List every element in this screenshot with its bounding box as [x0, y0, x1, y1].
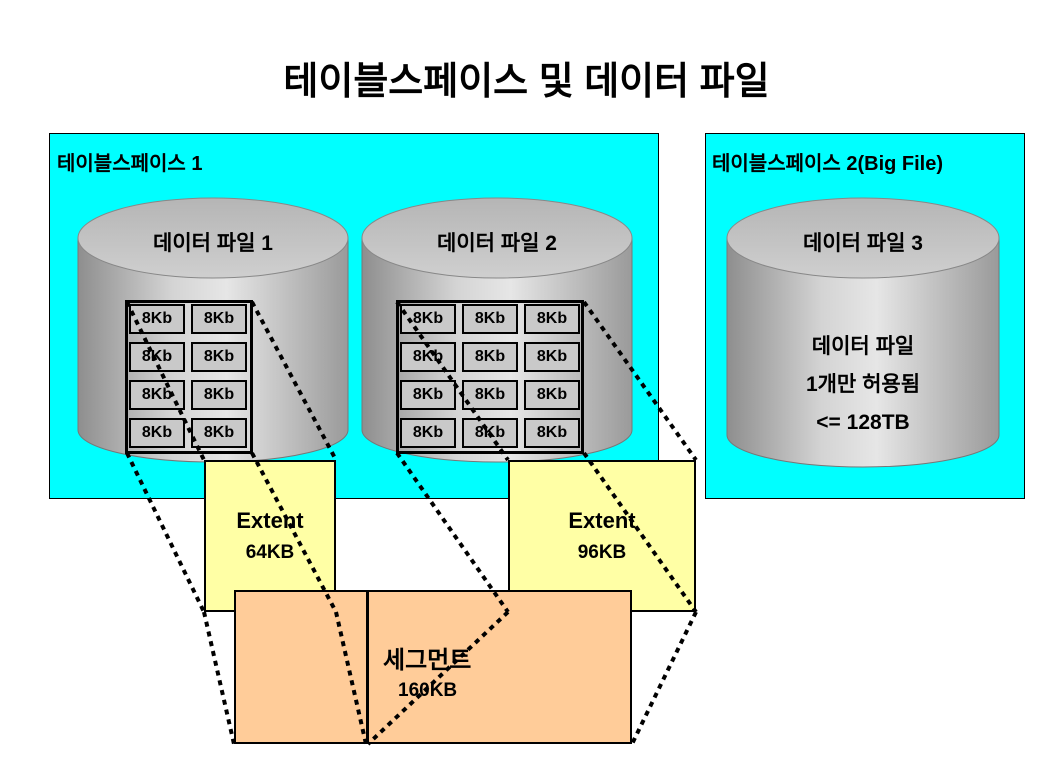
datafile-1-label: 데이터 파일 1 [153, 232, 273, 255]
datafile-2-block-frame [396, 300, 584, 454]
extent-2-size: 96KB [577, 542, 627, 563]
datafile-1-block-frame [125, 300, 253, 454]
extent-1-label: Extent [236, 508, 304, 533]
datafile-2-label: 데이터 파일 2 [437, 232, 557, 255]
block: 8Kb [191, 380, 247, 410]
datafile-3-info-line-3: <= 128TB [816, 411, 910, 434]
block: 8Kb [524, 304, 580, 334]
page-title: 테이블스페이스 및 데이터 파일 [283, 61, 770, 103]
block: 8Kb [524, 418, 580, 448]
datafile-3-info: 데이터 파일 1개만 허용됨 <= 128TB [758, 328, 968, 442]
tablespace-1-label: 테이블스페이스 1 [57, 153, 203, 175]
segment-divider [366, 590, 369, 744]
segment-size: 160KB [398, 680, 458, 701]
block: 8Kb [524, 380, 580, 410]
tablespace-2-label: 테이블스페이스 2(Big File) [712, 153, 944, 175]
datafile-3-info-line-2: 1개만 허용됨 [805, 373, 921, 396]
extent-2-label: Extent [568, 508, 636, 533]
datafile-3-cylinder [726, 197, 1000, 468]
segment-label: 세그먼트 [383, 647, 472, 674]
extent-1-size: 64KB [245, 542, 295, 563]
datafile-3-info-line-1: 데이터 파일 [811, 335, 915, 358]
block: 8Kb [524, 342, 580, 372]
datafile-3-label: 데이터 파일 3 [803, 232, 923, 255]
